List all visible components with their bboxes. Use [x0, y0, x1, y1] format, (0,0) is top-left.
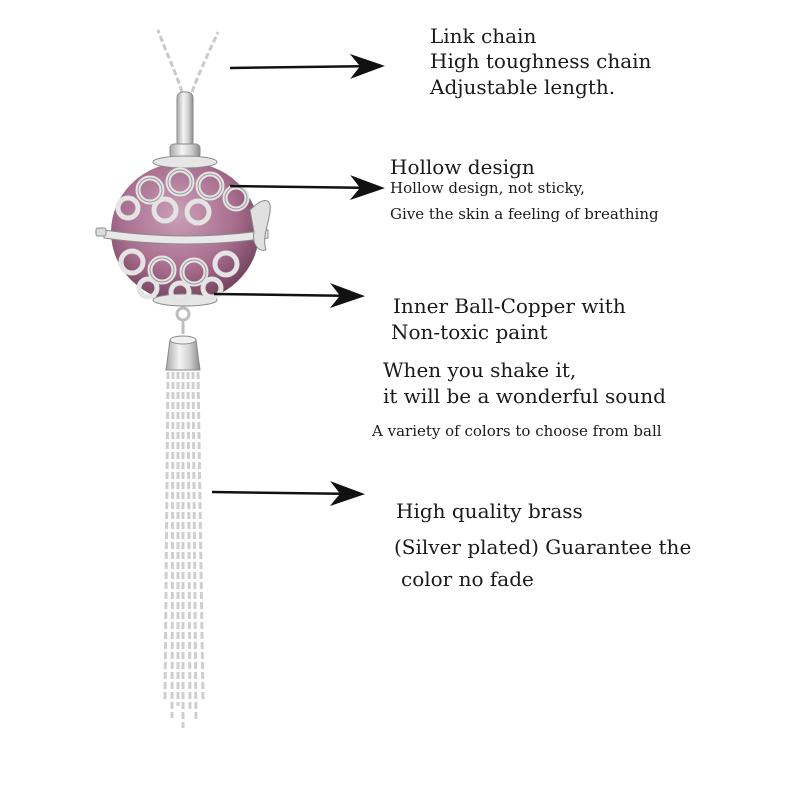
inner-ball-line-5: A variety of colors to choose from ball	[372, 422, 662, 440]
inner-ball-line-4: it will be a wonderful sound	[383, 384, 666, 408]
tassel-cap	[165, 335, 201, 371]
chain-line-1: Link chain	[430, 24, 537, 48]
brass-line-2: (Silver plated) Guarantee the	[394, 535, 692, 559]
inner-ball-line-3: When you shake it,	[383, 358, 577, 382]
arrow-inner-ball	[213, 283, 365, 309]
brass-line-3: color no fade	[401, 567, 534, 591]
arrow-hollow	[229, 175, 385, 201]
inner-ball-line-1: Inner Ball-Copper with	[393, 294, 626, 318]
hollow-title: Hollow design	[390, 155, 535, 179]
link-chain	[156, 29, 220, 93]
hollow-cage-ball	[95, 155, 271, 307]
chain-line-3: Adjustable length.	[430, 75, 616, 99]
chain-line-2: High toughness chain	[430, 49, 652, 73]
hollow-line-2: Give the skin a feeling of breathing	[390, 205, 659, 223]
arrow-brass	[211, 481, 365, 507]
arrow-chain	[229, 53, 385, 79]
tassel-chains	[163, 371, 205, 728]
connector-ring	[175, 306, 191, 334]
pendant-bail	[169, 91, 201, 159]
hollow-line-1: Hollow design, not sticky,	[390, 179, 585, 197]
callout-arrows	[211, 53, 385, 507]
inner-ball-line-2: Non-toxic paint	[391, 320, 548, 344]
brass-line-1: High quality brass	[396, 499, 583, 523]
